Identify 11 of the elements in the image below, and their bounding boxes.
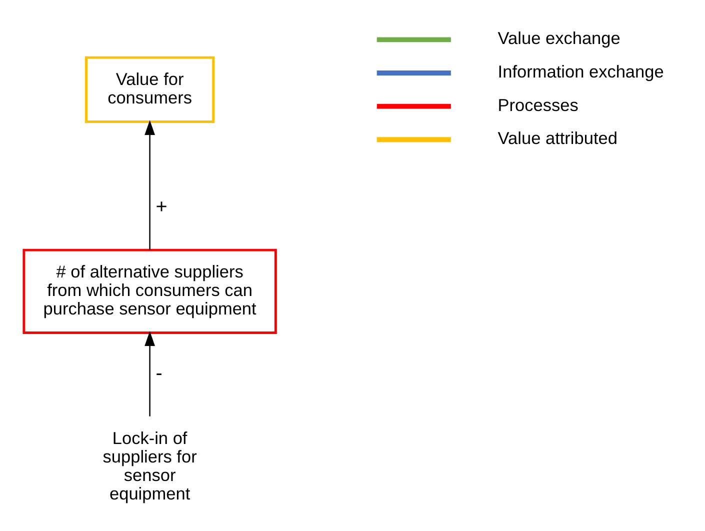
legend-label: Information exchange [498, 62, 664, 82]
legend-label: Processes [498, 94, 578, 115]
node-box: # of alternative suppliers from which consumers can purchase sensor equipment [22, 248, 277, 334]
legend-label: Value exchange [498, 28, 620, 48]
legend-label: Value attributed [498, 128, 618, 148]
edge-label: + [156, 196, 168, 218]
node-text: Lock-in of suppliers for sensor equipment [102, 428, 197, 504]
arrow [144, 120, 155, 250]
arrow [144, 331, 155, 416]
edge-label: - [156, 362, 162, 384]
node-box: Value for consumers [85, 56, 215, 123]
